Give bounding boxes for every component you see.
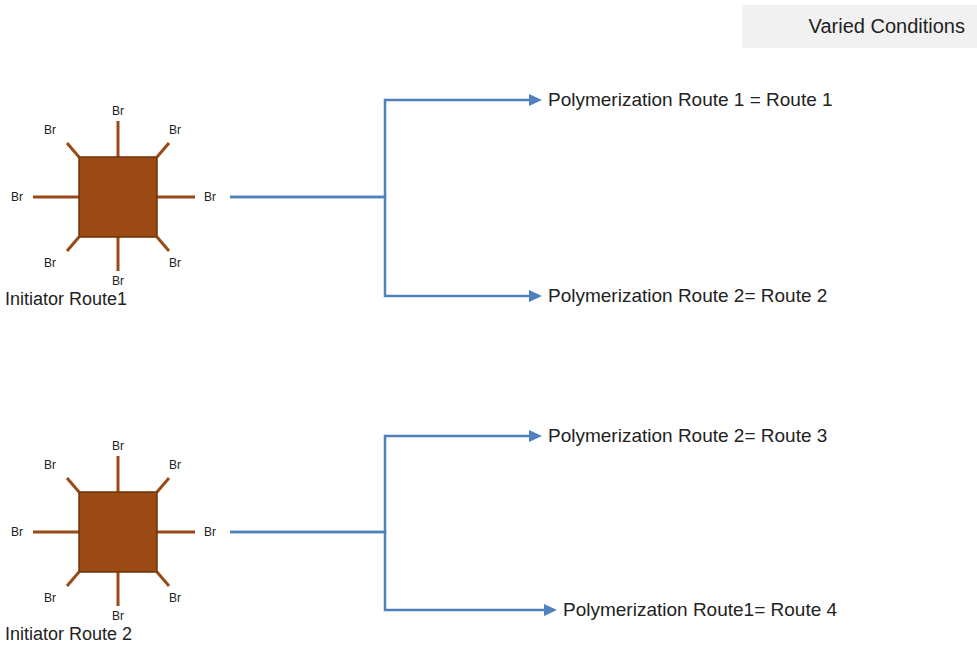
- bromine-label: Br: [44, 591, 56, 605]
- connector-line: [230, 100, 532, 197]
- bond-spoke: [33, 531, 79, 534]
- arrow-head: [529, 94, 542, 106]
- core-square: [79, 492, 157, 572]
- bromine-label: Br: [11, 525, 23, 539]
- connector-line: [230, 197, 532, 296]
- connector-line: [230, 532, 547, 610]
- bond-spoke: [67, 143, 79, 157]
- arrow-head: [544, 604, 557, 616]
- bond-spoke: [117, 121, 120, 157]
- initiator-figure: BrBrBrBrBrBrBrBrInitiator Route 2: [5, 432, 230, 650]
- bond-spoke: [157, 478, 169, 492]
- connector-line: [230, 436, 532, 532]
- initiator-core: [5, 97, 230, 287]
- bromine-label: Br: [204, 190, 216, 204]
- bond-spoke: [67, 237, 79, 251]
- arrow-head: [529, 430, 542, 442]
- branch-arrow: [230, 532, 557, 616]
- bromine-label: Br: [44, 123, 56, 137]
- bond-spoke: [33, 196, 79, 199]
- bond-spoke: [117, 456, 120, 492]
- branch-arrow: [230, 197, 542, 302]
- route-label: Polymerization Route1= Route 4: [563, 599, 837, 621]
- core-square: [79, 157, 157, 237]
- bromine-label: Br: [169, 458, 181, 472]
- bond-spoke: [157, 572, 169, 586]
- bond-spoke: [117, 237, 120, 271]
- bond-spoke: [117, 572, 120, 606]
- bromine-label: Br: [169, 591, 181, 605]
- initiator-caption: Initiator Route1: [5, 289, 127, 310]
- conditions-box: Varied Conditions: [742, 5, 977, 48]
- bond-spoke: [157, 531, 195, 534]
- bromine-label: Br: [44, 256, 56, 270]
- route-text: Polymerization Route 1 = Route 1: [548, 89, 833, 111]
- route-text: Polymerization Route 2= Route 3: [548, 425, 827, 447]
- bromine-label: Br: [112, 439, 124, 453]
- conditions-text: Varied Conditions: [754, 15, 965, 38]
- bond-spoke: [157, 196, 195, 199]
- bromine-label: Br: [169, 123, 181, 137]
- bond-spoke: [67, 478, 79, 492]
- branch-arrow: [230, 430, 542, 532]
- bromine-label: Br: [11, 190, 23, 204]
- bond-spoke: [157, 143, 169, 157]
- route-label: Polymerization Route 2= Route 3: [548, 425, 827, 447]
- bromine-label: Br: [112, 609, 124, 623]
- initiator-caption: Initiator Route 2: [5, 624, 132, 645]
- route-text: Polymerization Route1= Route 4: [563, 599, 837, 621]
- initiator-core: [5, 432, 230, 622]
- bromine-label: Br: [112, 104, 124, 118]
- initiator-figure: BrBrBrBrBrBrBrBrInitiator Route1: [5, 97, 230, 315]
- bromine-label: Br: [204, 525, 216, 539]
- bromine-label: Br: [112, 274, 124, 288]
- route-label: Polymerization Route 2= Route 2: [548, 285, 827, 307]
- bond-spoke: [67, 572, 79, 586]
- route-label: Polymerization Route 1 = Route 1: [548, 89, 833, 111]
- bromine-label: Br: [169, 256, 181, 270]
- arrow-head: [529, 290, 542, 302]
- route-text: Polymerization Route 2= Route 2: [548, 285, 827, 307]
- bond-spoke: [157, 237, 169, 251]
- branch-arrow: [230, 94, 542, 197]
- bromine-label: Br: [44, 458, 56, 472]
